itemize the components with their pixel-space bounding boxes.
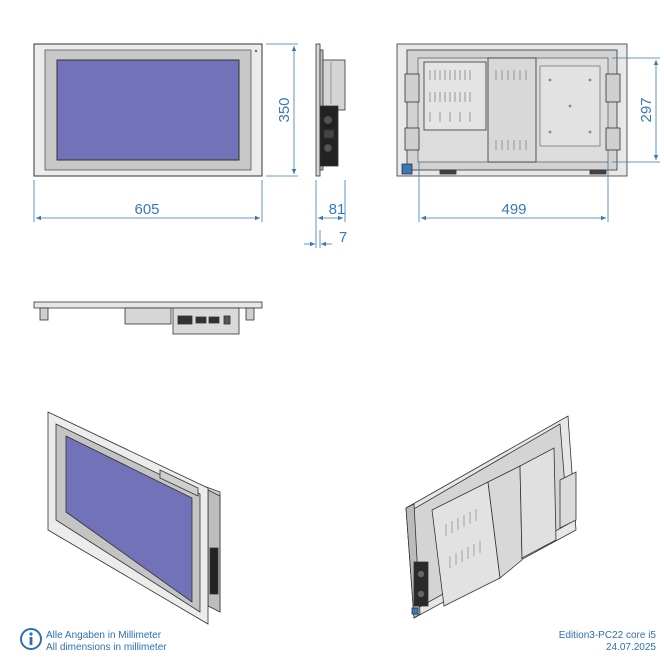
side-view — [315, 43, 346, 177]
info-icon — [20, 628, 42, 650]
top-view — [33, 301, 263, 335]
front-dimensions — [33, 43, 298, 222]
front-width-label: 605 — [134, 201, 159, 218]
model-name: Edition3-PC22 core i5 — [558, 630, 656, 641]
model-info: Edition3-PC22 core i5 24.07.2025 — [559, 630, 656, 654]
iso-front-view — [47, 411, 221, 625]
side-thickness-label: 7 — [339, 229, 347, 246]
side-depth-label: 81 — [329, 201, 346, 218]
units-note-en: All dimensions in millimeter — [46, 642, 167, 653]
back-height-label: 297 — [638, 97, 655, 122]
back-vents — [429, 70, 527, 150]
side-dimensions — [304, 180, 346, 248]
back-dimensions — [418, 57, 660, 222]
iso-back-vents — [445, 509, 481, 568]
back-width-label: 499 — [501, 201, 526, 218]
front-screen — [56, 59, 240, 161]
front-view — [33, 43, 263, 177]
back-screws — [548, 78, 592, 134]
units-note-de: Alle Angaben in Millimeter — [46, 630, 162, 641]
front-height-label: 350 — [276, 97, 293, 122]
drawing-date: 24.07.2025 — [605, 642, 656, 653]
units-note: Alle Angaben in Millimeter All dimension… — [46, 630, 167, 654]
iso-front-screen — [65, 435, 193, 603]
iso-back-view — [405, 415, 577, 619]
back-view — [396, 43, 628, 177]
